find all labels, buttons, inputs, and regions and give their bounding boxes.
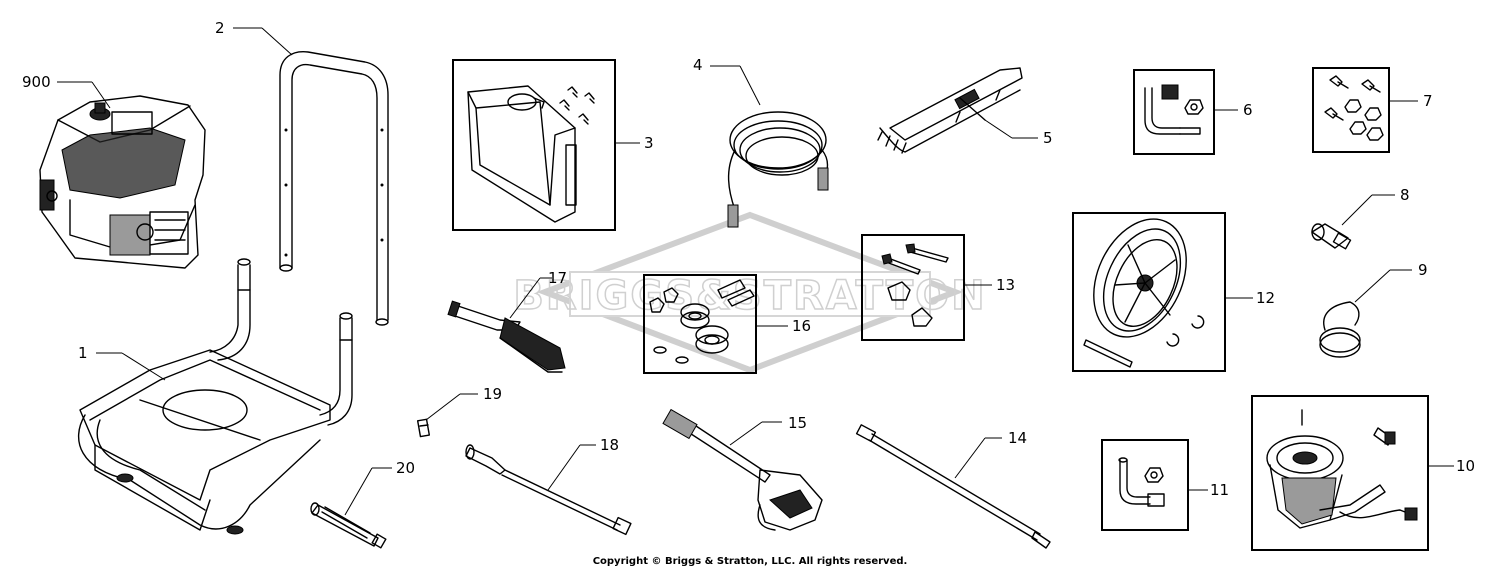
- callout-16: 16: [792, 317, 811, 335]
- part-frame: [77, 258, 353, 535]
- callout-6: 6: [1243, 101, 1253, 119]
- part-19-nozzle: [416, 418, 431, 438]
- part-20-nozzle: [310, 502, 387, 549]
- callout-9: 9: [1418, 261, 1428, 279]
- callout-13: 13: [996, 276, 1015, 294]
- callout-8: 8: [1400, 186, 1410, 204]
- part-13-hardware: [881, 243, 949, 327]
- part-control-panel: [467, 85, 595, 223]
- part-7-box: [1312, 67, 1390, 153]
- callout-3: 3: [644, 134, 654, 152]
- part-7-hardware: [1324, 75, 1384, 141]
- callout-11: 11: [1210, 481, 1229, 499]
- part-spray-gun: [662, 408, 823, 531]
- part-11-kit: [1118, 457, 1165, 507]
- part-8-fitting: [1311, 223, 1352, 250]
- callout-20: 20: [396, 459, 415, 477]
- callout-17: 17: [548, 269, 567, 287]
- watermark-logo-text: BRIGGS&STRATTON: [513, 273, 986, 319]
- callout-900: 900: [22, 73, 51, 91]
- callout-2: 2: [215, 19, 225, 37]
- part-12-box: [1072, 212, 1226, 372]
- part-6-box: [1133, 69, 1215, 155]
- part-engine: [39, 95, 206, 269]
- callout-18: 18: [600, 436, 619, 454]
- part-9-cap: [1319, 301, 1361, 358]
- callout-1: 1: [78, 344, 88, 362]
- callout-5: 5: [1043, 129, 1053, 147]
- callout-7: 7: [1423, 92, 1433, 110]
- part-extension-wand: [855, 424, 1051, 549]
- part-11-box: [1101, 439, 1189, 531]
- callout-14: 14: [1008, 429, 1027, 447]
- part-wheel-kit: [1083, 218, 1205, 368]
- part-16-seal-kit: [649, 279, 755, 364]
- callout-19: 19: [483, 385, 502, 403]
- copyright-notice: Copyright © Briggs & Stratton, LLC. All …: [592, 556, 908, 567]
- part-handle: [279, 51, 389, 326]
- part-13-box: [861, 234, 965, 341]
- callout-4: 4: [693, 56, 703, 74]
- callout-15: 15: [788, 414, 807, 432]
- callout-10: 10: [1456, 457, 1475, 475]
- part-deck-brush: [877, 67, 1023, 154]
- part-wand: [465, 444, 632, 536]
- part-6-kit: [1144, 84, 1204, 135]
- brand-watermark: BRIGGS&STRATTON: [513, 211, 986, 374]
- part-pump: [1266, 409, 1418, 529]
- part-16-box: [643, 274, 757, 374]
- part-hose: [727, 111, 829, 228]
- part-3-box: [452, 59, 616, 231]
- callout-12: 12: [1256, 289, 1275, 307]
- part-10-box: [1251, 395, 1429, 551]
- part-hand-brush: [447, 300, 566, 373]
